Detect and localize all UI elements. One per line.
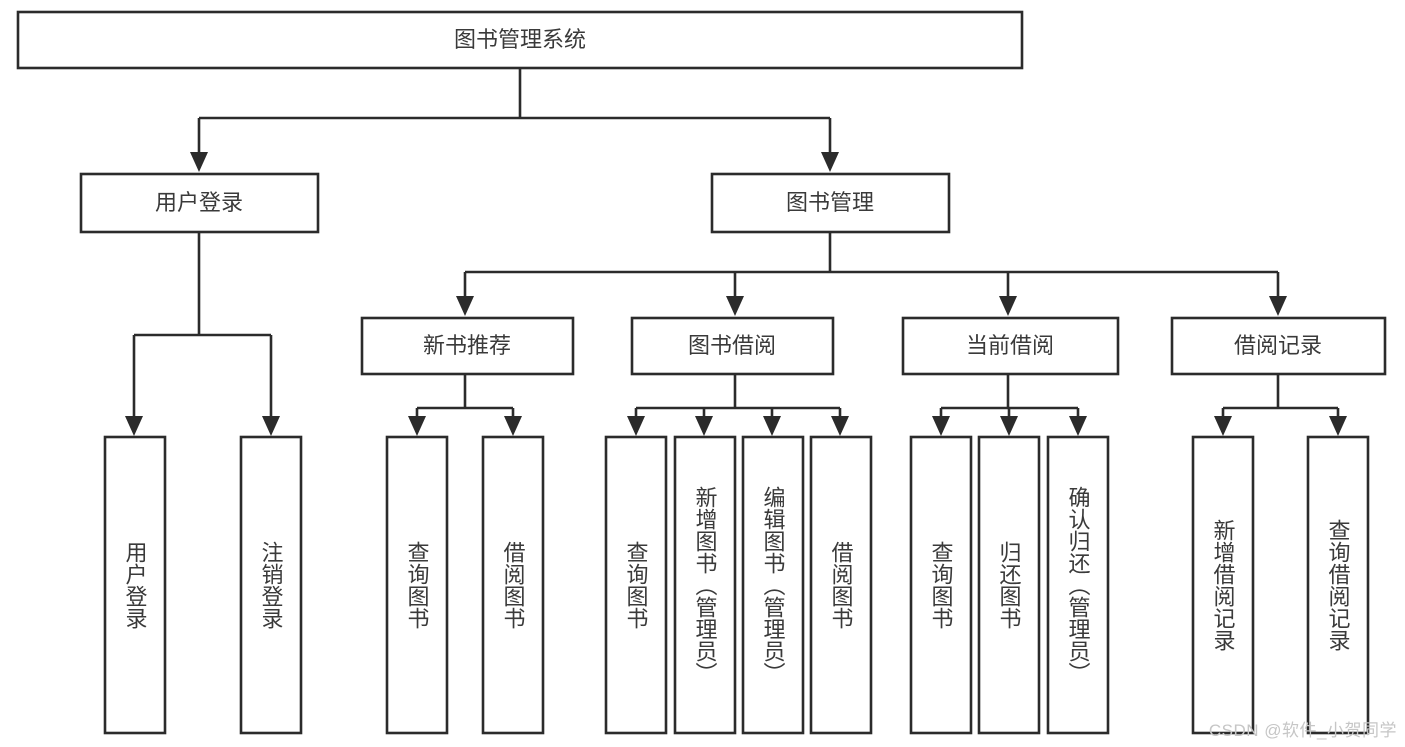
node-book-borrow-label: 图书借阅	[688, 333, 776, 358]
node-user-login-label: 用户登录	[155, 190, 243, 215]
leaf-current-query-book-box	[909, 435, 973, 735]
node-book-manage[interactable]: 图书管理	[710, 172, 951, 234]
leaf-user-login[interactable]: 用户登录	[103, 435, 167, 735]
connector-group-new-book-children	[408, 374, 522, 436]
arrow-to-borrow-record	[1269, 296, 1287, 316]
leaf-borrow-query-book-box	[604, 435, 668, 735]
arrow-borrow-record-leaf-2	[1329, 416, 1347, 436]
connector-group-current-borrow-children	[932, 374, 1087, 436]
leaf-user-login-box	[103, 435, 167, 735]
leaf-add-borrow-record[interactable]: 新增借阅记录	[1191, 435, 1255, 735]
leaf-newbook-query-book-label: 查询图书	[405, 541, 430, 629]
leaf-newbook-query-book-box	[385, 435, 449, 735]
leaf-edit-book-admin-box	[741, 435, 805, 735]
arrow-to-user-login	[190, 152, 208, 172]
node-book-manage-box	[710, 172, 951, 234]
node-borrow-record[interactable]: 借阅记录	[1170, 316, 1387, 376]
leaf-edit-book-admin-label: 编辑图书（管理员）	[761, 486, 786, 684]
node-borrow-record-label: 借阅记录	[1234, 333, 1322, 358]
node-new-book-recommend-box	[360, 316, 575, 376]
leaf-query-borrow-record-box	[1306, 435, 1370, 735]
arrow-book-borrow-leaf-4	[831, 416, 849, 436]
leaf-logout-login[interactable]: 注销登录	[239, 435, 303, 735]
leaf-return-book-box	[977, 435, 1041, 735]
leaf-user-login-label: 用户登录	[123, 541, 148, 629]
arrow-new-book-leaf-1	[408, 416, 426, 436]
connector-group-book-manage-children	[456, 232, 1287, 316]
leaf-borrow-borrow-book-box	[809, 435, 873, 735]
node-new-book-recommend-label: 新书推荐	[423, 333, 511, 358]
leaf-borrow-query-book[interactable]: 查询图书	[604, 435, 668, 735]
node-new-book-recommend[interactable]: 新书推荐	[360, 316, 575, 376]
leaf-borrow-borrow-book-label: 借阅图书	[829, 541, 854, 629]
leaf-confirm-return-admin[interactable]: 确认归还（管理员）	[1046, 435, 1110, 735]
arrow-to-book-borrow	[726, 296, 744, 316]
leaf-add-book-admin-box	[673, 435, 737, 735]
leaf-return-book[interactable]: 归还图书	[977, 435, 1041, 735]
leaf-add-book-admin[interactable]: 新增图书（管理员）	[673, 435, 737, 735]
arrow-to-current-borrow	[999, 296, 1017, 316]
node-current-borrow-label: 当前借阅	[966, 333, 1054, 358]
arrow-to-new-book	[456, 296, 474, 316]
node-root-system-box	[16, 10, 1024, 70]
leaf-borrow-borrow-book[interactable]: 借阅图书	[809, 435, 873, 735]
leaf-query-borrow-record-label: 查询借阅记录	[1326, 519, 1351, 651]
leaf-add-borrow-record-label: 新增借阅记录	[1211, 519, 1236, 651]
leaf-confirm-return-admin-box	[1046, 435, 1110, 735]
node-current-borrow-box	[901, 316, 1120, 376]
leaf-logout-login-box	[239, 435, 303, 735]
arrow-user-login-leaf-2	[262, 416, 280, 436]
node-user-login[interactable]: 用户登录	[79, 172, 320, 234]
leaf-newbook-query-book[interactable]: 查询图书	[385, 435, 449, 735]
leaf-return-book-label: 归还图书	[997, 541, 1022, 629]
leaf-confirm-return-admin-label: 确认归还（管理员）	[1066, 486, 1091, 684]
leaf-newbook-borrow-book-box	[481, 435, 545, 735]
leaf-newbook-borrow-book[interactable]: 借阅图书	[481, 435, 545, 735]
node-book-borrow-box	[630, 316, 835, 376]
arrow-new-book-leaf-2	[504, 416, 522, 436]
node-root-system[interactable]: 图书管理系统	[16, 10, 1024, 70]
connector-group-user-login-children	[125, 232, 280, 436]
leaf-current-query-book[interactable]: 查询图书	[909, 435, 973, 735]
arrow-current-borrow-leaf-3	[1069, 416, 1087, 436]
arrow-user-login-leaf-1	[125, 416, 143, 436]
leaf-add-borrow-record-box	[1191, 435, 1255, 735]
leaf-newbook-borrow-book-label: 借阅图书	[501, 541, 526, 629]
leaf-query-borrow-record[interactable]: 查询借阅记录	[1306, 435, 1370, 735]
node-borrow-record-box	[1170, 316, 1387, 376]
arrow-current-borrow-leaf-1	[932, 416, 950, 436]
arrow-book-borrow-leaf-3	[763, 416, 781, 436]
connector-group-borrow-record-children	[1214, 374, 1347, 436]
leaf-current-query-book-label: 查询图书	[929, 541, 954, 629]
leaf-borrow-query-book-label: 查询图书	[624, 541, 649, 629]
connector-group-book-borrow-children	[627, 374, 849, 436]
arrow-borrow-record-leaf-1	[1214, 416, 1232, 436]
leaf-add-book-admin-label: 新增图书（管理员）	[693, 486, 718, 684]
node-book-manage-label: 图书管理	[786, 190, 874, 215]
node-user-login-box	[79, 172, 320, 234]
arrow-to-book-manage	[821, 152, 839, 172]
arrow-current-borrow-leaf-2	[1000, 416, 1018, 436]
node-root-system-label: 图书管理系统	[454, 27, 586, 52]
node-book-borrow[interactable]: 图书借阅	[630, 316, 835, 376]
arrow-book-borrow-leaf-1	[627, 416, 645, 436]
leaf-edit-book-admin[interactable]: 编辑图书（管理员）	[741, 435, 805, 735]
node-current-borrow[interactable]: 当前借阅	[901, 316, 1120, 376]
leaf-logout-login-label: 注销登录	[259, 541, 284, 629]
connector-group-root-to-level2	[190, 68, 839, 172]
arrow-book-borrow-leaf-2	[695, 416, 713, 436]
